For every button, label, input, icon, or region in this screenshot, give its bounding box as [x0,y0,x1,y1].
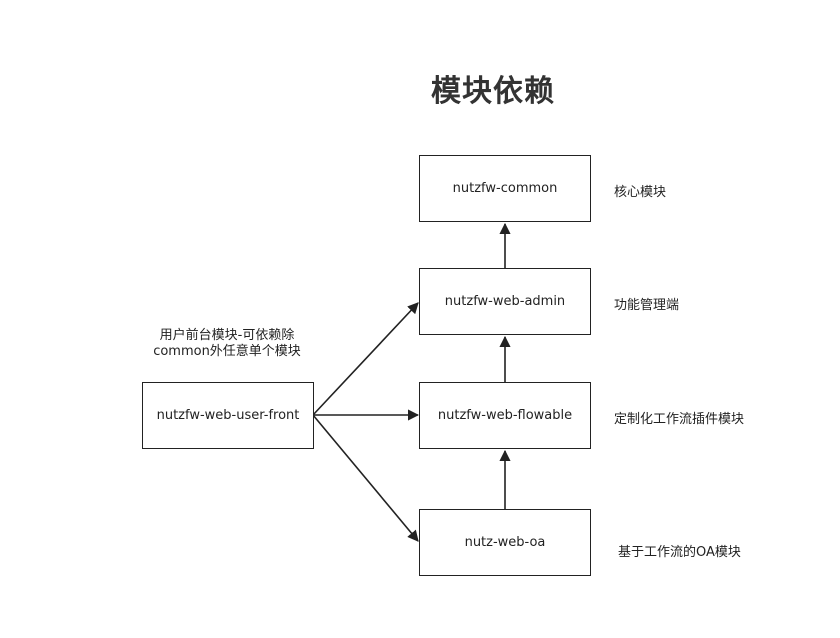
node-nutzfw-web-admin: nutzfw-web-admin [419,268,591,335]
front-module-note-line2: common外任意单个模块 [153,344,301,359]
node-nutzfw-common-label: nutzfw-common [452,181,558,196]
node-nutz-web-oa-label: nutz-web-oa [464,535,546,550]
front-module-note-line1: 用户前台模块-可依赖除 [159,328,295,343]
node-nutzfw-web-user-front-label: nutzfw-web-user-front [156,408,300,423]
node-nutzfw-web-user-front: nutzfw-web-user-front [142,382,314,449]
label-oa-module: 基于工作流的OA模块 [618,545,741,560]
edge-front-to-oa [312,414,419,542]
node-nutzfw-web-flowable: nutzfw-web-flowable [419,382,591,449]
label-flowable-module: 定制化工作流插件模块 [614,412,745,427]
diagram-title: 模块依赖 [431,74,555,109]
label-core-module: 核心模块 [614,185,667,200]
node-nutz-web-oa: nutz-web-oa [419,509,591,576]
node-nutzfw-web-admin-label: nutzfw-web-admin [444,294,566,309]
front-module-note: 用户前台模块-可依赖除 common外任意单个模块 [136,328,318,360]
node-nutzfw-common: nutzfw-common [419,155,591,222]
label-admin-module: 功能管理端 [614,298,680,313]
edge-front-to-admin [312,302,419,416]
node-nutzfw-web-flowable-label: nutzfw-web-flowable [437,408,573,423]
